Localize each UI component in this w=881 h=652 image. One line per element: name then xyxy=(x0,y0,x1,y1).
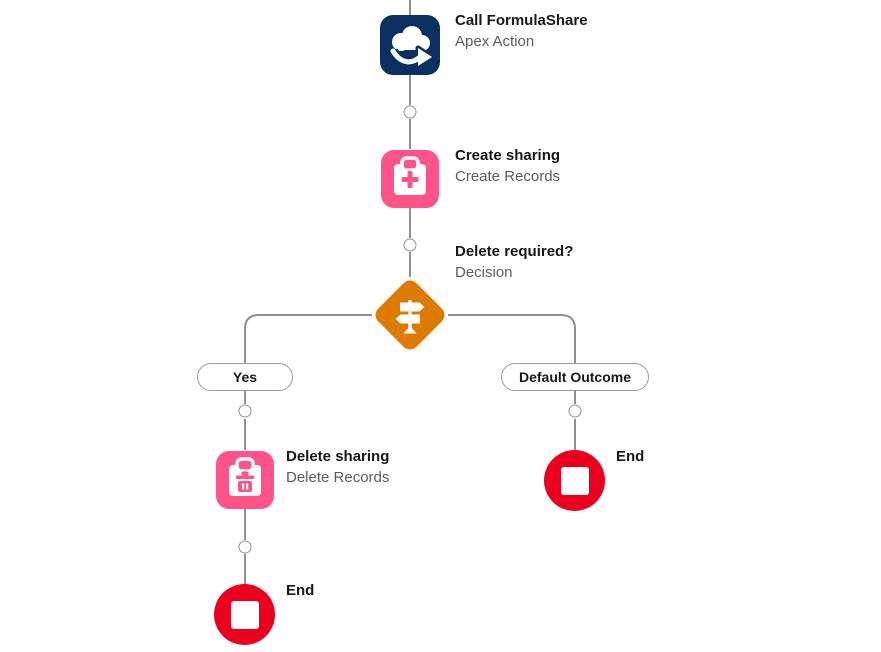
branch-label-default-outcome: Default Outcome xyxy=(500,363,650,391)
create-records-label: Create sharing Create Records xyxy=(455,146,560,187)
apex-action-node[interactable] xyxy=(380,15,440,75)
delete-records-label: Delete sharing Delete Records xyxy=(286,447,389,488)
add-node-circle[interactable] xyxy=(568,404,582,418)
node-title: Call FormulaShare xyxy=(455,12,588,29)
create-records-node[interactable] xyxy=(381,150,439,208)
add-node-circle[interactable] xyxy=(238,540,252,554)
decision-label: Delete required? Decision xyxy=(455,242,573,283)
add-node-circle[interactable] xyxy=(403,105,417,119)
signpost-icon xyxy=(395,300,425,334)
add-node-circle[interactable] xyxy=(238,404,252,418)
stop-square-icon xyxy=(230,600,259,629)
node-title: End xyxy=(616,448,645,465)
clipboard-trash-icon xyxy=(229,457,261,496)
node-subtitle: Apex Action xyxy=(455,33,535,50)
node-title: Create sharing xyxy=(455,147,561,164)
cloud-arrow-icon xyxy=(388,26,435,69)
clipboard-plus-icon xyxy=(394,156,426,195)
node-title: Delete sharing xyxy=(286,448,390,465)
decision-node[interactable] xyxy=(371,276,449,354)
branch-label-yes: Yes xyxy=(197,363,293,391)
node-title: End xyxy=(286,582,315,599)
node-subtitle: Decision xyxy=(455,264,513,281)
node-subtitle: Create Records xyxy=(455,168,561,185)
node-subtitle: Delete Records xyxy=(286,469,390,486)
apex-action-label: Call FormulaShare Apex Action xyxy=(455,11,588,52)
end-node-bottom[interactable] xyxy=(214,584,275,645)
end-node-right[interactable] xyxy=(544,450,605,511)
delete-records-node[interactable] xyxy=(216,451,274,509)
node-title: Delete required? xyxy=(455,243,574,260)
stop-square-icon xyxy=(560,466,589,495)
end-label-right: End xyxy=(616,447,644,467)
end-label-bottom: End xyxy=(286,581,314,601)
add-node-circle[interactable] xyxy=(403,238,417,252)
